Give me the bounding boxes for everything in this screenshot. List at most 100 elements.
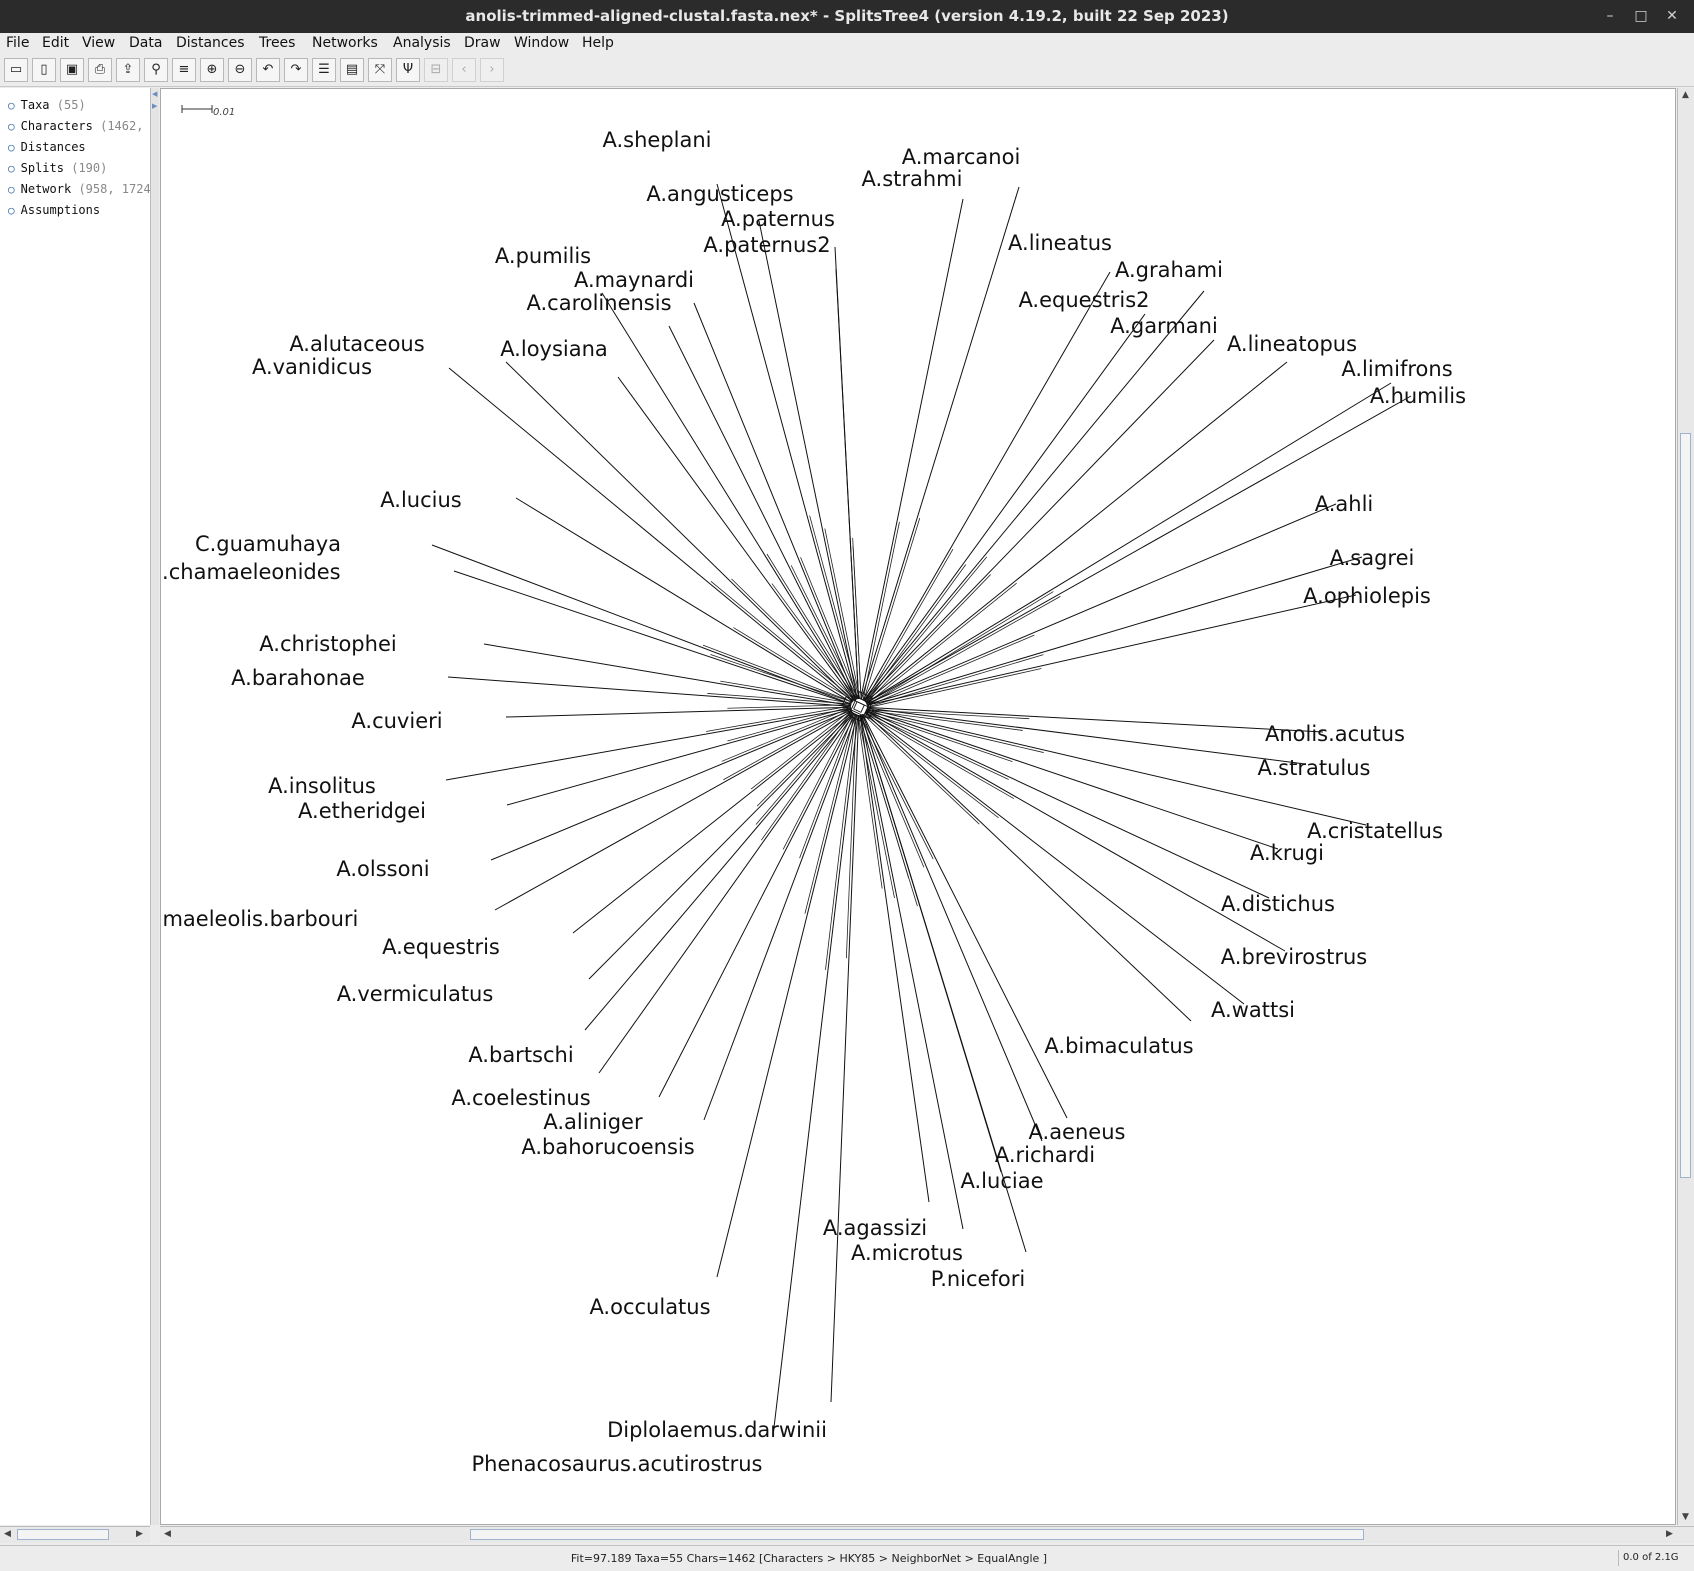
taxon-label-a-insolitus[interactable]: A.insolitus [268, 774, 376, 798]
tree-expand-icon[interactable]: ○ [8, 162, 15, 175]
taxon-label-chamaeleolis-barbouri[interactable]: Chamaeleolis.barbouri [161, 907, 358, 931]
taxon-label-a-paternus2[interactable]: A.paternus2 [703, 233, 830, 257]
tree-expand-icon[interactable]: ○ [8, 141, 15, 154]
taxon-label-a-carolinensis[interactable]: A.carolinensis [526, 291, 671, 315]
taxon-label-a-brevirostrus[interactable]: A.brevirostrus [1221, 945, 1367, 969]
taxon-label-a-aeneus[interactable]: A.aeneus [1029, 1120, 1126, 1144]
vertical-scroll-thumb[interactable] [1680, 433, 1691, 1178]
taxon-label-a-ophiolepis[interactable]: A.ophiolepis [1303, 584, 1431, 608]
taxon-label-phenacosaurus-acutirostrus[interactable]: Phenacosaurus.acutirostrus [471, 1452, 762, 1476]
scroll-down-icon[interactable]: ▼ [1682, 1512, 1689, 1522]
taxon-label-a-lucius[interactable]: A.lucius [380, 488, 461, 512]
taxon-label-a-angusticeps[interactable]: A.angusticeps [646, 182, 793, 206]
undo-icon[interactable]: ↶ [256, 58, 280, 82]
fit-icon[interactable]: ⤧ [368, 58, 392, 82]
taxon-label-a-microtus[interactable]: A.microtus [851, 1241, 963, 1265]
taxon-label-a-olssoni[interactable]: A.olssoni [336, 857, 429, 881]
taxon-label-a-wattsi[interactable]: A.wattsi [1211, 998, 1295, 1022]
taxon-label-diplolaemus-darwinii[interactable]: Diplolaemus.darwinii [607, 1418, 827, 1442]
maximize-icon[interactable]: □ [1634, 8, 1648, 24]
taxon-label-a-aliniger[interactable]: A.aliniger [543, 1110, 643, 1134]
taxon-label-a-bahorucoensis[interactable]: A.bahorucoensis [521, 1135, 694, 1159]
taxon-label-a-humilis[interactable]: A.humilis [1370, 384, 1466, 408]
taxon-label-c-guamuhaya[interactable]: C.guamuhaya [195, 532, 341, 556]
find-icon[interactable]: ⚲ [144, 58, 168, 82]
taxon-label-a-vanidicus[interactable]: A.vanidicus [252, 355, 372, 379]
taxon-label-a-limifrons[interactable]: A.limifrons [1341, 357, 1452, 381]
canvas-horizontal-scrollbar[interactable]: ◀ ▶ [160, 1526, 1694, 1543]
taxon-label-a-marcanoi[interactable]: A.marcanoi [902, 145, 1021, 169]
menu-edit[interactable]: Edit [42, 35, 70, 51]
menu-distances[interactable]: Distances [176, 35, 245, 51]
taxon-label-a-sagrei[interactable]: A.sagrei [1330, 546, 1415, 570]
taxon-label-a-equestris2[interactable]: A.equestris2 [1018, 288, 1149, 312]
disabled-icon[interactable]: ⊟ [424, 58, 448, 82]
taxon-label-p-nicefori[interactable]: P.nicefori [931, 1267, 1025, 1291]
vertical-scrollbar[interactable]: ▲ ▼ [1677, 88, 1694, 1525]
zoom-in-icon[interactable]: ⊕ [200, 58, 224, 82]
tree-item-splits[interactable]: ○Splits (190) [8, 161, 108, 175]
menu-draw[interactable]: Draw [464, 35, 501, 51]
scroll-up-icon[interactable]: ▲ [1682, 90, 1689, 100]
scroll-left-icon[interactable]: ◀ [164, 1529, 171, 1539]
taxon-label-a-agassizi[interactable]: A.agassizi [823, 1216, 927, 1240]
menu-analysis[interactable]: Analysis [393, 35, 451, 51]
taxon-label-a-etheridgei[interactable]: A.etheridgei [298, 799, 426, 823]
menu-trees[interactable]: Trees [259, 35, 296, 51]
taxon-label-a-bimaculatus[interactable]: A.bimaculatus [1044, 1034, 1193, 1058]
sidebar-horizontal-scrollbar[interactable]: ◀ ▶ [0, 1526, 150, 1543]
taxon-label-a-christophei[interactable]: A.christophei [259, 632, 396, 656]
tree-item-characters[interactable]: ○Characters (1462, [8, 119, 144, 133]
export-icon[interactable]: ⇪ [116, 58, 140, 82]
save-icon[interactable]: ▣ [60, 58, 84, 82]
menu-networks[interactable]: Networks [312, 35, 378, 51]
taxon-label-a-grahami[interactable]: A.grahami [1115, 258, 1223, 282]
align-icon[interactable]: ≡ [172, 58, 196, 82]
taxon-label-a-vermiculatus[interactable]: A.vermiculatus [337, 982, 494, 1006]
taxon-label-a-cristatellus[interactable]: A.cristatellus [1307, 819, 1443, 843]
taxon-label-a-sheplani[interactable]: A.sheplani [602, 128, 711, 152]
taxon-label-a-strahmi[interactable]: A.strahmi [862, 167, 963, 191]
layout-icon[interactable]: ▤ [340, 58, 364, 82]
minimize-icon[interactable]: – [1606, 8, 1614, 24]
sidebar-scroll-thumb[interactable] [17, 1529, 109, 1540]
tree-expand-icon[interactable]: ○ [8, 204, 15, 217]
tree-item-assumptions[interactable]: ○Assumptions [8, 203, 101, 217]
tree-expand-icon[interactable]: ○ [8, 120, 15, 133]
taxon-label-a-stratulus[interactable]: A.stratulus [1258, 756, 1371, 780]
tree-item-taxa[interactable]: ○Taxa (55) [8, 98, 86, 112]
network-icon[interactable]: Ψ [396, 58, 420, 82]
taxon-label-a-occulatus[interactable]: A.occulatus [589, 1295, 710, 1319]
scroll-right-icon[interactable]: ▶ [136, 1529, 143, 1539]
scroll-left-icon[interactable]: ◀ [4, 1529, 11, 1539]
collapse-left-icon[interactable]: ◀ [152, 90, 158, 98]
redo-icon[interactable]: ↷ [284, 58, 308, 82]
scroll-right-icon[interactable]: ▶ [1666, 1529, 1673, 1539]
panel-splitter[interactable]: ◀ ▶ [151, 88, 159, 1525]
taxon-label-a-ahli[interactable]: A.ahli [1315, 492, 1374, 516]
open-icon[interactable]: ▭ [4, 58, 28, 82]
taxon-label-a-cuvieri[interactable]: A.cuvieri [351, 709, 442, 733]
expand-right-icon[interactable]: ▶ [152, 102, 158, 110]
print-icon[interactable]: ⎙ [88, 58, 112, 82]
tree-expand-icon[interactable]: ○ [8, 183, 15, 196]
tree-item-distances[interactable]: ○Distances [8, 140, 86, 154]
taxon-label-a-maynardi[interactable]: A.maynardi [574, 268, 694, 292]
forward-icon[interactable]: › [480, 58, 504, 82]
zoom-out-icon[interactable]: ⊖ [228, 58, 252, 82]
taxon-label-a-coelestinus[interactable]: A.coelestinus [451, 1086, 590, 1110]
tree-item-network[interactable]: ○Network (958, 1724 [8, 182, 150, 196]
taxon-label-a-barahonae[interactable]: A.barahonae [231, 666, 365, 690]
tree-expand-icon[interactable]: ○ [8, 99, 15, 112]
taxon-label-a-pumilis[interactable]: A.pumilis [495, 244, 591, 268]
canvas-scroll-thumb[interactable] [470, 1529, 1364, 1540]
taxon-label-a-luciae[interactable]: A.luciae [961, 1169, 1044, 1193]
taxon-label-a-lineatopus[interactable]: A.lineatopus [1227, 332, 1357, 356]
taxon-label-a-garmani[interactable]: A.garmani [1110, 314, 1218, 338]
taxon-label-a-distichus[interactable]: A.distichus [1221, 892, 1335, 916]
menu-help[interactable]: Help [582, 35, 614, 51]
taxon-label-a-richardi[interactable]: A.richardi [995, 1143, 1095, 1167]
menu-view[interactable]: View [82, 35, 116, 51]
taxon-label-a-alutaceous[interactable]: A.alutaceous [289, 332, 424, 356]
